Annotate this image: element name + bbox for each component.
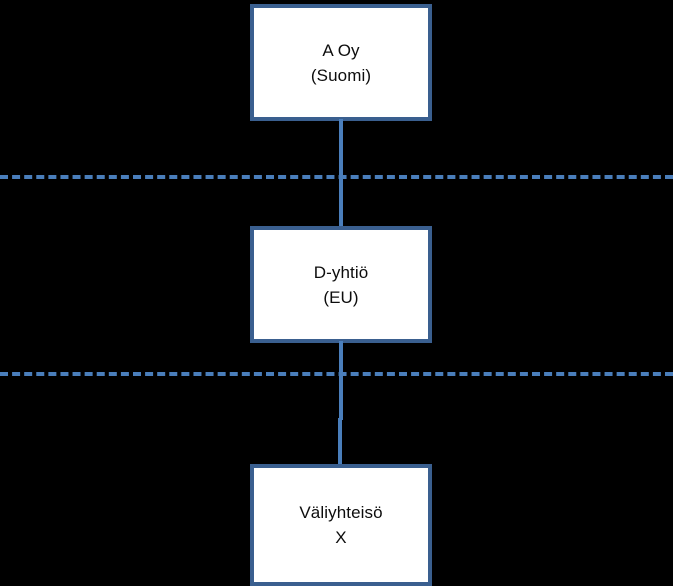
entity-a-oy-name: A Oy (322, 40, 360, 60)
boundary-line-2 (0, 372, 673, 376)
entity-box-a-oy[interactable]: A Oy (Suomi) (250, 4, 432, 121)
connector-d-yhtio-to-valiyhteiso-upper (339, 341, 343, 420)
entity-a-oy-jurisdiction: (Suomi) (310, 65, 372, 85)
entity-valiyhteiso-designator: X (335, 528, 347, 547)
connector-d-yhtio-to-valiyhteiso-lower (338, 418, 342, 466)
boundary-line-1 (0, 175, 673, 179)
entity-box-valiyhteiso[interactable]: Väliyhteisö X (250, 464, 432, 586)
entity-valiyhteiso-name: Väliyhteisö (299, 503, 383, 522)
connector-a-oy-to-d-yhtio (339, 119, 343, 228)
entity-box-d-yhtio[interactable]: D-yhtiö (EU) (250, 226, 432, 343)
entity-d-yhtio-name: D-yhtiö (313, 262, 369, 282)
entity-d-yhtio-jurisdiction: (EU) (323, 287, 359, 307)
